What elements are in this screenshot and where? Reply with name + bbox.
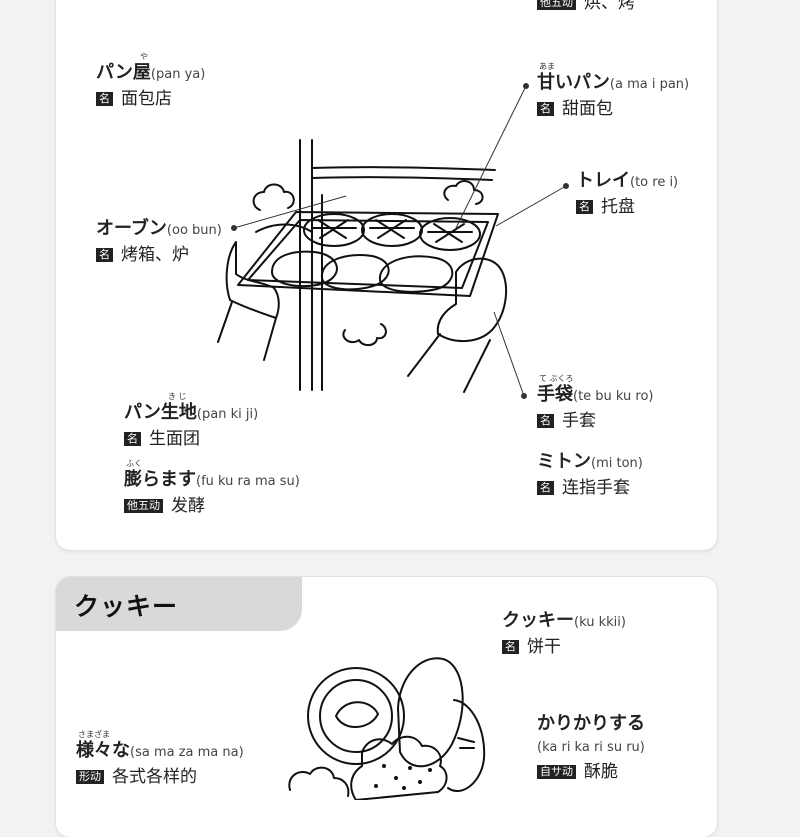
meaning: 各式各样的 — [112, 767, 197, 787]
pos-tag: 名 — [502, 640, 519, 654]
romaji: (ka ri ka ri su ru) — [537, 740, 645, 755]
pos-tag: 名 — [124, 432, 141, 446]
romaji: (pan ki ji) — [196, 407, 259, 422]
meaning: 生面团 — [149, 429, 200, 449]
furigana: き じ — [168, 392, 187, 401]
romaji: (fu ku ra ma su) — [196, 474, 300, 489]
meaning: 托盘 — [601, 197, 635, 217]
pos-tag: 名 — [576, 200, 593, 214]
vocab-entry-fukuramasu: ふく 膨らます(fu ku ra ma su) 他五动发酵 — [124, 459, 300, 517]
romaji: (te bu ku ro) — [573, 389, 654, 404]
bread-vocab-card — [56, 0, 717, 550]
vocab-entry-pankiji: き じ パン生地(pan ki ji) 名生面团 — [124, 392, 259, 450]
japanese-word: クッキー — [502, 610, 574, 631]
cookie-illustration — [288, 657, 486, 800]
pos-tag: 名 — [537, 102, 554, 116]
japanese-word: オーブン — [96, 218, 167, 239]
meaning: 面包店 — [121, 89, 172, 109]
romaji: (a ma i pan) — [609, 77, 690, 92]
pos-tag: 他五动 — [537, 0, 576, 10]
romaji: (to re i) — [630, 175, 679, 190]
romaji: (sa ma za ma na) — [130, 745, 244, 760]
vocab-entry-amaipan: あま 甘いパン(a ma i pan) 名甜面包 — [537, 62, 690, 120]
vocab-entry-torei: トレイ(to re i) 名托盘 — [576, 170, 678, 218]
vocab-entry-samazama: さまざま 様々な(sa ma za ma na) 形动各式各样的 — [76, 730, 244, 788]
meaning: 甜面包 — [562, 99, 613, 119]
meaning: 发酵 — [171, 496, 205, 516]
meaning: 烤箱、炉 — [121, 245, 189, 265]
partial-entry: 他五动烘、烤 — [537, 0, 635, 14]
furigana: あま — [539, 62, 555, 71]
vocab-entry-panya: や パン屋(pan ya) 名面包店 — [96, 52, 206, 110]
meaning: 饼干 — [527, 637, 561, 657]
pos-tag: 名 — [96, 248, 113, 262]
vocab-entry-kukkii: クッキー(ku kkii) 名饼干 — [502, 610, 626, 658]
japanese-word: パン屋 — [96, 62, 151, 83]
japanese-word: 膨らます — [124, 469, 196, 490]
vocab-entry-miton: ミトン(mi ton) 名连指手套 — [537, 451, 643, 499]
japanese-word: 甘いパン — [537, 72, 610, 93]
romaji: (ku kkii) — [574, 615, 626, 630]
japanese-word: 様々な — [76, 740, 130, 761]
cookie-section-tab: クッキー — [56, 577, 302, 631]
japanese-word: パン生地 — [124, 402, 197, 423]
pos-tag: 名 — [96, 92, 113, 106]
japanese-word: かりかりする — [537, 713, 645, 734]
pos-tag: 自サ动 — [537, 765, 576, 779]
pos-tag: 名 — [537, 414, 554, 428]
pos-tag: 他五动 — [124, 499, 163, 513]
furigana: て ぶくろ — [539, 374, 574, 383]
romaji: (oo bun) — [166, 223, 222, 238]
oven-illustration — [217, 83, 569, 399]
meaning: 酥脆 — [584, 762, 618, 782]
vocab-entry-karikari: かりかりする (ka ri ka ri su ru) 自サ动酥脆 — [537, 713, 645, 783]
japanese-word: ミトン — [537, 451, 591, 472]
furigana: ふく — [126, 459, 142, 468]
japanese-word: トレイ — [576, 170, 630, 191]
furigana: さまざま — [78, 730, 110, 739]
meaning: 烘、烤 — [584, 0, 635, 13]
romaji: (pan ya) — [150, 67, 206, 82]
furigana: や — [140, 52, 148, 61]
vocab-entry-oobun: オーブン(oo bun) 名烤箱、炉 — [96, 218, 222, 266]
pos-tag: 名 — [537, 481, 554, 495]
meaning: 手套 — [562, 411, 596, 431]
romaji: (mi ton) — [591, 456, 643, 471]
japanese-word: 手袋 — [537, 384, 573, 405]
meaning: 连指手套 — [562, 478, 630, 498]
vocab-entry-tebukuro: て ぶくろ 手袋(te bu ku ro) 名手套 — [537, 374, 654, 432]
section-title: クッキー — [74, 592, 179, 621]
pos-tag: 形动 — [76, 770, 104, 784]
